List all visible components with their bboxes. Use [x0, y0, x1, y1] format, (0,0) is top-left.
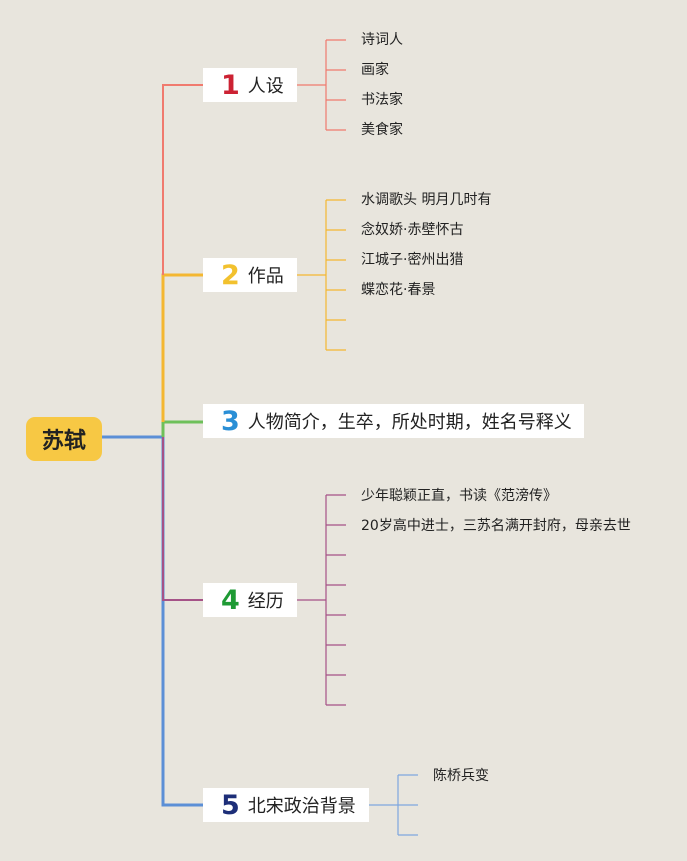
- branch-node-5[interactable]: 5 北宋政治背景: [203, 788, 369, 822]
- branch-number: 1: [221, 69, 240, 101]
- leaf-item[interactable]: 20岁高中进士，三苏名满开封府，母亲去世: [361, 518, 631, 534]
- branch-label: 人物简介，生卒，所处时期，姓名号释义: [247, 412, 572, 433]
- leaf-item[interactable]: 蝶恋花·春景: [361, 282, 436, 298]
- branch-node-2[interactable]: 2 作品: [203, 258, 297, 292]
- leaf-item[interactable]: 陈桥兵变: [433, 768, 489, 784]
- leaf-item[interactable]: 美食家: [361, 122, 403, 138]
- branch-node-1[interactable]: 1 人设: [203, 68, 297, 102]
- leaf-item[interactable]: 画家: [361, 62, 389, 78]
- branch-label: 北宋政治背景: [247, 796, 356, 817]
- leaf-item[interactable]: 少年聪颖正直，书读《范滂传》: [361, 488, 557, 504]
- branch-number: 3: [221, 405, 240, 437]
- leaf-item[interactable]: 水调歌头 明月几时有: [361, 192, 492, 208]
- branch-number: 5: [221, 789, 240, 821]
- root-label: 苏轼: [41, 429, 86, 454]
- branch-label: 经历: [247, 591, 284, 612]
- branch-node-3[interactable]: 3 人物简介，生卒，所处时期，姓名号释义: [203, 404, 584, 438]
- branch-number: 4: [221, 584, 240, 616]
- leaf-item[interactable]: 诗词人: [361, 32, 403, 48]
- branch-number: 2: [221, 259, 240, 291]
- branch-label: 作品: [247, 266, 284, 287]
- branch-node-4[interactable]: 4 经历: [203, 583, 297, 617]
- root-node[interactable]: 苏轼: [26, 417, 102, 461]
- branch-label: 人设: [247, 76, 284, 97]
- leaf-item[interactable]: 念奴娇·赤壁怀古: [361, 222, 464, 238]
- leaf-item[interactable]: 书法家: [361, 92, 403, 108]
- leaf-item[interactable]: 江城子·密州出猎: [361, 252, 464, 268]
